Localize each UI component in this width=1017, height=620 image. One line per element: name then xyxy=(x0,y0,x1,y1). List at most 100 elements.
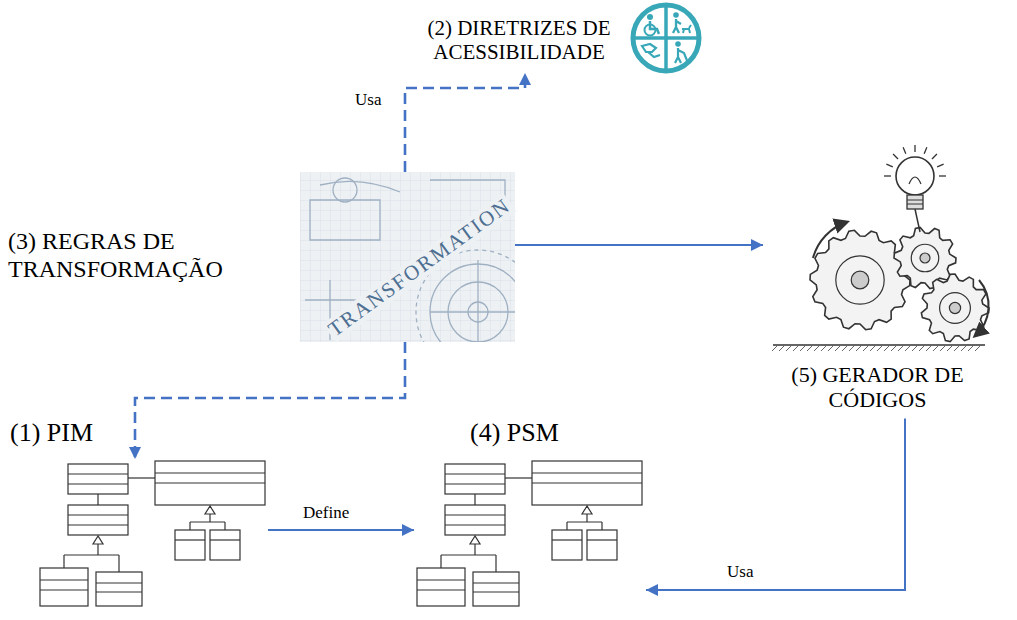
code-generator-gears xyxy=(947,346,952,351)
code-generator-gears xyxy=(921,274,989,342)
code-generator-gears xyxy=(800,346,805,351)
code-generator-gears xyxy=(828,346,833,351)
code-generator-gears xyxy=(836,256,884,304)
code-generator-gears xyxy=(920,253,930,263)
code-generator-gears xyxy=(893,154,898,159)
code-generator-gears xyxy=(907,204,923,205)
accessibility-icon xyxy=(635,36,697,40)
code-generator-gears xyxy=(949,302,960,313)
code-generator-gears xyxy=(813,222,847,258)
code-generator-gears xyxy=(975,280,989,336)
uml-class-diagram xyxy=(40,461,642,606)
code-generator-gears xyxy=(810,227,989,341)
code-generator-gears xyxy=(772,346,980,351)
accessibility-icon xyxy=(645,25,656,36)
transformation-blueprint xyxy=(305,299,360,300)
code-generator-gears xyxy=(772,145,989,351)
code-generator-gears xyxy=(907,200,923,201)
component-caption: (3) REGRAS DE TRANSFORMAÇÃO xyxy=(8,228,270,283)
connector-arrow xyxy=(135,342,405,459)
code-generator-gears xyxy=(835,346,840,351)
edge-label: Define xyxy=(300,503,352,523)
code-generator-gears xyxy=(937,164,943,167)
connector-arrow xyxy=(405,73,525,172)
transformation-blueprint xyxy=(477,260,478,342)
accessibility-icon xyxy=(673,19,681,33)
accessibility-icon xyxy=(673,12,679,18)
code-generator-gears xyxy=(810,230,910,329)
code-generator-gears xyxy=(926,346,931,351)
diagram-component: (5) GERADOR DE CÓDIGOS xyxy=(765,140,992,417)
transformation-blueprint xyxy=(310,200,380,240)
code-generator-gears xyxy=(940,346,945,351)
code-generator-gears xyxy=(909,177,921,184)
code-generator-gears xyxy=(884,175,891,176)
code-generator-gears xyxy=(914,145,915,152)
code-generator-gears xyxy=(786,346,791,351)
code-generator-gears xyxy=(961,346,966,351)
code-generator-gears xyxy=(896,157,934,195)
diagram-component: (4) PSM xyxy=(415,460,645,610)
code-generator-gears xyxy=(954,346,959,351)
accessibility-icon xyxy=(633,5,699,71)
connector-arrow xyxy=(268,529,414,531)
code-generator-gears xyxy=(886,164,892,167)
code-generator-gears xyxy=(975,346,980,351)
transformation-blueprint xyxy=(300,172,540,374)
transformation-blueprint xyxy=(333,178,357,202)
code-generator-gears xyxy=(814,346,819,351)
code-generator-gears xyxy=(877,346,882,351)
code-generator-gears xyxy=(851,271,869,289)
transformation-blueprint xyxy=(320,181,400,192)
code-generator-gears xyxy=(932,154,937,159)
component-caption: (2) DIRETRIZES DE ACESSIBILIDADE xyxy=(408,16,630,64)
diagram-component: (2) DIRETRIZES DE ACESSIBILIDADE xyxy=(408,4,704,72)
transformation-blueprint xyxy=(430,311,515,312)
code-generator-gears xyxy=(856,346,861,351)
code-generator-gears xyxy=(891,346,896,351)
code-generator-gears xyxy=(807,346,812,351)
code-generator-gears xyxy=(940,293,971,324)
accessibility-icon xyxy=(647,14,653,20)
accessibility-icon xyxy=(675,48,688,63)
picture-lettering: TRANSFORMATION xyxy=(323,193,517,343)
code-generator-gears xyxy=(842,346,847,351)
accessibility-icon xyxy=(633,5,699,71)
connector-arrow xyxy=(515,244,763,246)
code-generator-gears xyxy=(907,195,923,209)
accessibility-icon xyxy=(675,41,681,47)
code-generator-gears xyxy=(968,346,973,351)
code-generator-gears xyxy=(849,346,854,351)
code-generator-gears xyxy=(919,346,924,351)
uml-class-diagram xyxy=(40,461,265,606)
transformation-blueprint xyxy=(305,178,515,342)
edge-label: Usa xyxy=(724,562,756,582)
diagram-component: (1) PIM xyxy=(38,460,268,610)
code-generator-gears xyxy=(924,147,927,153)
code-generator-gears xyxy=(863,346,868,351)
code-generator-gears xyxy=(915,209,920,232)
edge-label: Usa xyxy=(352,90,384,110)
code-generator-gears xyxy=(911,244,939,272)
code-generator-gears xyxy=(898,346,903,351)
uml-class-diagram xyxy=(417,461,642,606)
transformation-blueprint xyxy=(430,264,515,342)
code-generator-gears xyxy=(884,346,889,351)
component-caption: (4) PSM xyxy=(470,418,559,448)
code-generator-gears xyxy=(772,346,777,351)
component-caption: (5) GERADOR DE CÓDIGOS xyxy=(765,362,990,413)
code-generator-gears xyxy=(905,346,910,351)
code-generator-gears xyxy=(933,346,938,351)
accessibility-icon xyxy=(682,25,691,33)
code-generator-gears xyxy=(912,346,917,351)
connector-arrow xyxy=(646,419,905,590)
code-generator-gears xyxy=(779,346,784,351)
code-generator-gears xyxy=(939,175,946,176)
component-caption: (1) PIM xyxy=(10,418,93,448)
code-generator-gears xyxy=(821,346,826,351)
accessibility-icon xyxy=(642,44,660,57)
code-generator-gears xyxy=(903,147,906,153)
code-generator-gears xyxy=(894,227,956,288)
